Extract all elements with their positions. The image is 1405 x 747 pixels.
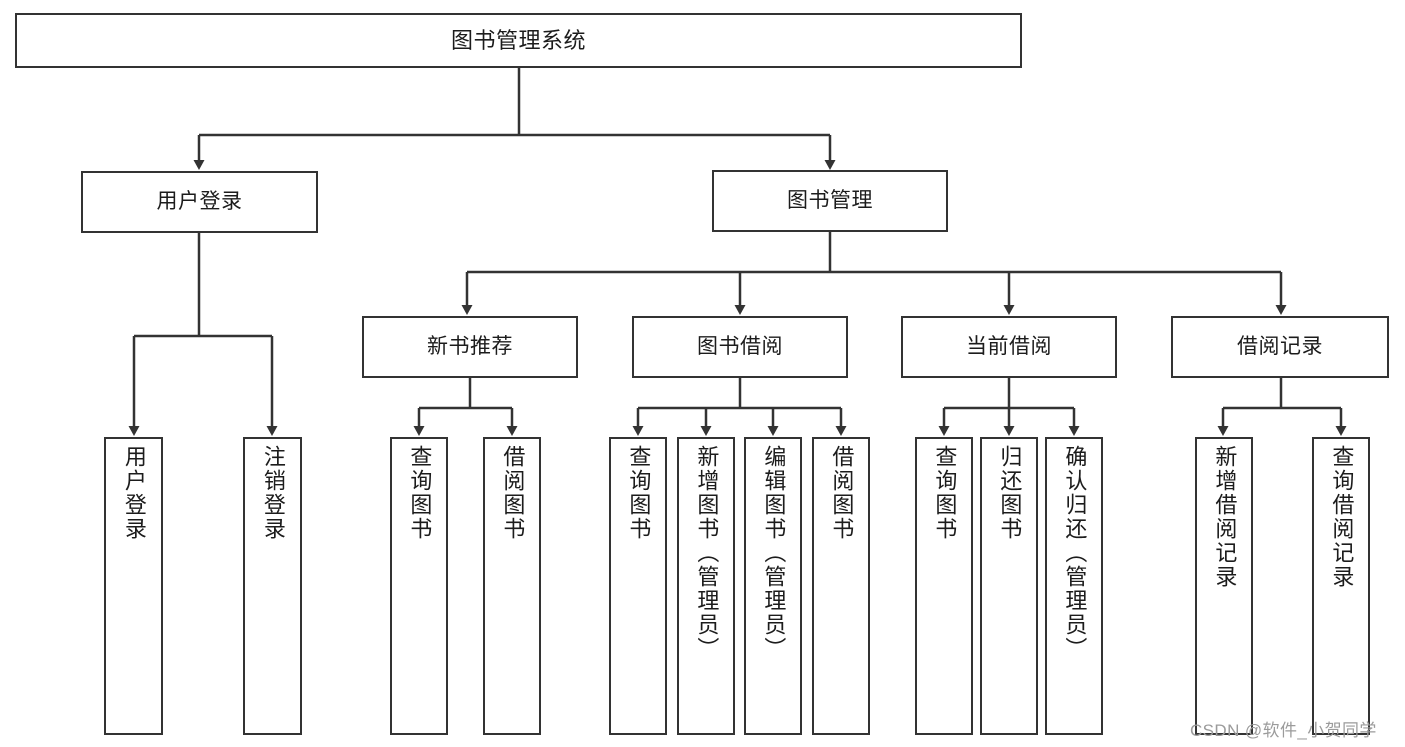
leaf-book-borrow-add[interactable]: 新增图书（管理员） bbox=[677, 437, 735, 735]
leaf-current-borrow-return[interactable]: 归还图书 bbox=[980, 437, 1038, 735]
node-label: 借阅图书 bbox=[829, 445, 855, 541]
node-label: 图书管理系统 bbox=[450, 27, 586, 53]
leaf-user-login-logout[interactable]: 注销登录 bbox=[243, 437, 302, 735]
leaf-records-add[interactable]: 新增借阅记录 bbox=[1195, 437, 1253, 735]
node-label: 借阅图书 bbox=[500, 445, 526, 541]
node-label: 编辑图书（管理员） bbox=[761, 445, 787, 661]
node-label: 图书借阅 bbox=[697, 334, 783, 358]
node-root-system[interactable]: 图书管理系统 bbox=[15, 13, 1022, 68]
node-current-borrow[interactable]: 当前借阅 bbox=[901, 316, 1117, 378]
node-label: 确认归还（管理员） bbox=[1062, 445, 1088, 661]
leaf-book-borrow-borrow[interactable]: 借阅图书 bbox=[812, 437, 870, 735]
leaf-records-query[interactable]: 查询借阅记录 bbox=[1312, 437, 1370, 735]
node-label: 用户登录 bbox=[121, 445, 147, 541]
node-label: 查询图书 bbox=[626, 445, 652, 541]
node-label: 查询借阅记录 bbox=[1329, 445, 1355, 589]
node-label: 归还图书 bbox=[997, 445, 1023, 541]
node-label: 图书管理 bbox=[787, 188, 873, 212]
leaf-book-borrow-edit[interactable]: 编辑图书（管理员） bbox=[744, 437, 802, 735]
node-book-management[interactable]: 图书管理 bbox=[712, 170, 948, 232]
node-user-login[interactable]: 用户登录 bbox=[81, 171, 318, 233]
node-borrow-records[interactable]: 借阅记录 bbox=[1171, 316, 1389, 378]
node-label: 新增图书（管理员） bbox=[694, 445, 720, 661]
node-book-borrow[interactable]: 图书借阅 bbox=[632, 316, 848, 378]
leaf-current-borrow-query[interactable]: 查询图书 bbox=[915, 437, 973, 735]
node-label: 查询图书 bbox=[932, 445, 958, 541]
leaf-current-borrow-confirm-return[interactable]: 确认归还（管理员） bbox=[1045, 437, 1103, 735]
leaf-book-borrow-query[interactable]: 查询图书 bbox=[609, 437, 667, 735]
node-label: 新增借阅记录 bbox=[1212, 445, 1238, 589]
node-new-book-recommend[interactable]: 新书推荐 bbox=[362, 316, 578, 378]
node-label: 注销登录 bbox=[260, 445, 286, 541]
node-label: 新书推荐 bbox=[427, 334, 513, 358]
node-label: 当前借阅 bbox=[966, 334, 1052, 358]
csdn-watermark: CSDN @软件_小贺同学 bbox=[1190, 721, 1377, 740]
leaf-user-login-login[interactable]: 用户登录 bbox=[104, 437, 163, 735]
leaf-new-book-borrow[interactable]: 借阅图书 bbox=[483, 437, 541, 735]
node-label: 借阅记录 bbox=[1237, 334, 1323, 358]
leaf-new-book-query[interactable]: 查询图书 bbox=[390, 437, 448, 735]
node-label: 查询图书 bbox=[407, 445, 433, 541]
node-label: 用户登录 bbox=[156, 189, 243, 213]
